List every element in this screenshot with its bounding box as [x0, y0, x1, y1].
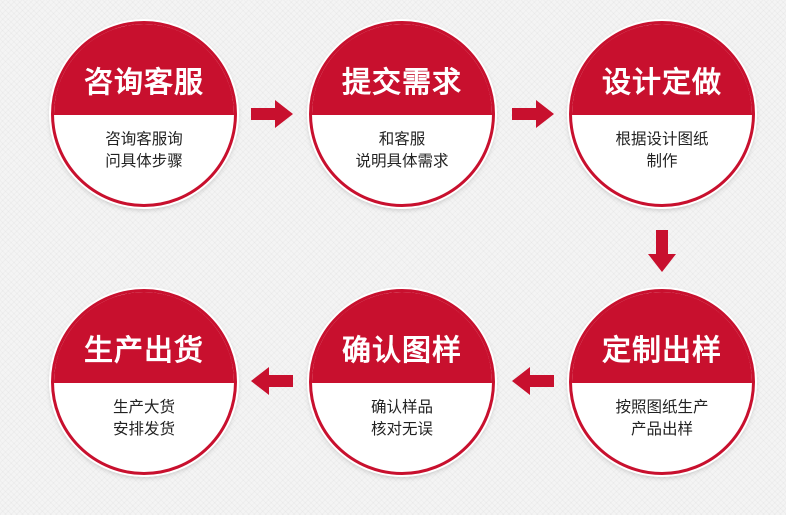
step-description: 根据设计图纸 制作 — [572, 128, 752, 172]
step-title: 生产出货 — [83, 333, 204, 367]
step-description-line: 按照图纸生产 — [615, 398, 709, 416]
step-submit-requirements: 提交需求 和客服 说明具体需求 — [309, 21, 495, 207]
step-header: 生产出货 — [54, 292, 234, 383]
step-description-line: 说明具体需求 — [355, 152, 449, 170]
step-description-line: 制作 — [646, 152, 678, 170]
step-production-shipping: 生产出货 生产大货 安排发货 — [51, 289, 237, 475]
step-description-line: 根据设计图纸 — [615, 130, 709, 148]
step-header: 定制出样 — [572, 292, 752, 383]
step-description-line: 生产大货 — [112, 398, 175, 416]
step-description: 和客服 说明具体需求 — [312, 128, 492, 172]
step-description-line: 产品出样 — [630, 420, 693, 438]
step-description: 确认样品 核对无误 — [312, 396, 492, 440]
step-description: 生产大货 安排发货 — [54, 396, 234, 440]
step-title: 提交需求 — [341, 65, 462, 99]
step-title: 设计定做 — [601, 65, 722, 99]
step-title: 确认图样 — [341, 333, 462, 367]
step-description-line: 安排发货 — [112, 420, 175, 438]
arrow-down-icon — [648, 230, 676, 272]
step-sample-production: 定制出样 按照图纸生产 产品出样 — [569, 289, 755, 475]
arrow-left-icon — [251, 367, 293, 395]
step-header: 设计定做 — [572, 24, 752, 115]
step-title: 定制出样 — [601, 333, 722, 367]
step-confirm-sample: 确认图样 确认样品 核对无误 — [309, 289, 495, 475]
step-header: 咨询客服 — [54, 24, 234, 115]
step-header: 确认图样 — [312, 292, 492, 383]
arrow-right-icon — [512, 100, 554, 128]
step-description-line: 确认样品 — [370, 398, 433, 416]
step-description-line: 和客服 — [378, 130, 426, 148]
step-description-line: 核对无误 — [370, 420, 433, 438]
step-description-line: 问具体步骤 — [105, 152, 183, 170]
step-consult-service: 咨询客服 咨询客服询 问具体步骤 — [51, 21, 237, 207]
arrow-left-icon — [512, 367, 554, 395]
step-header: 提交需求 — [312, 24, 492, 115]
step-design-custom: 设计定做 根据设计图纸 制作 — [569, 21, 755, 207]
arrow-right-icon — [251, 100, 293, 128]
step-description: 咨询客服询 问具体步骤 — [54, 128, 234, 172]
step-description: 按照图纸生产 产品出样 — [572, 396, 752, 440]
step-description-line: 咨询客服询 — [105, 130, 183, 148]
step-title: 咨询客服 — [83, 65, 204, 99]
